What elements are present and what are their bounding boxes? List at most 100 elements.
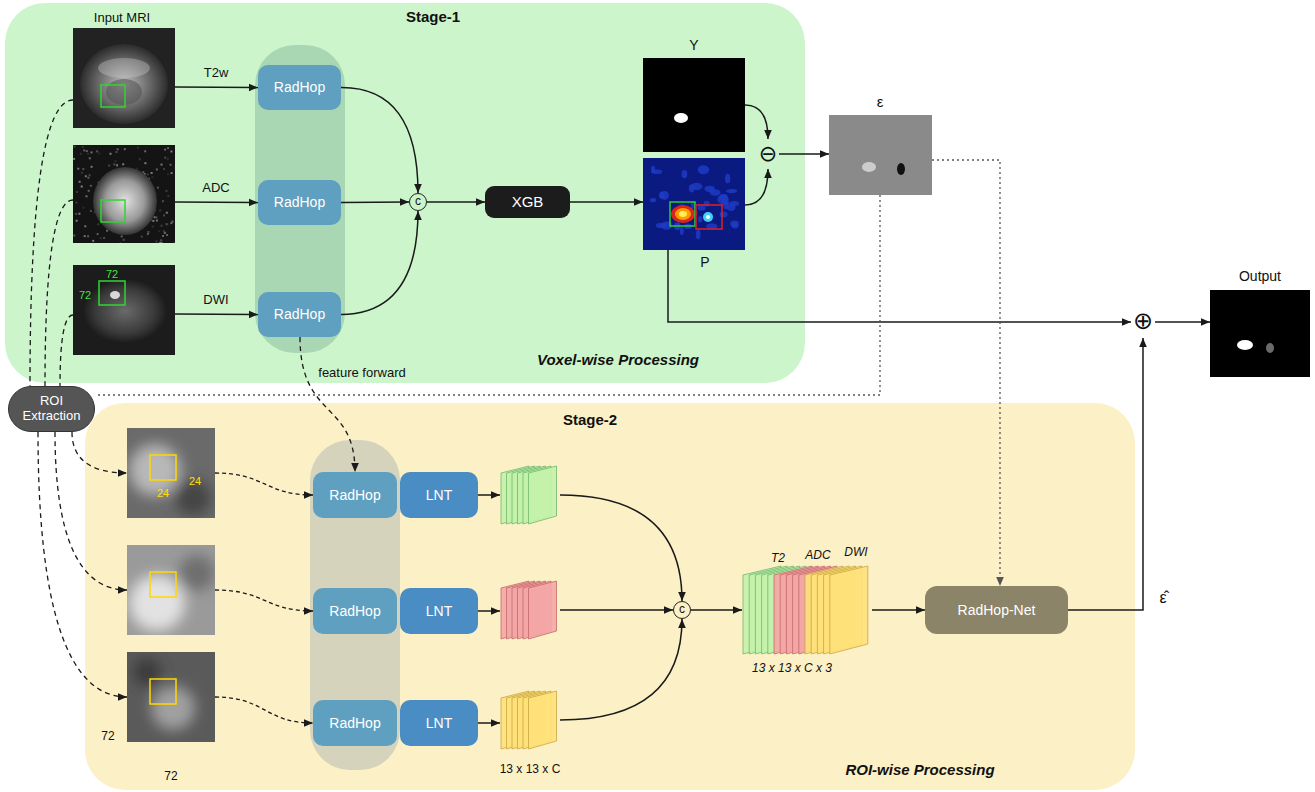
picture-rect xyxy=(101,85,125,107)
picture-rect xyxy=(92,240,94,242)
node-label: LNT xyxy=(426,603,452,619)
picture-ellipse xyxy=(650,198,656,202)
picture-ellipse xyxy=(729,201,739,206)
mri-image: 7272 xyxy=(127,652,215,742)
picture-rect xyxy=(127,428,215,518)
picture-rect xyxy=(76,191,78,193)
picture-ellipse xyxy=(696,230,701,240)
node-label: XGB xyxy=(512,193,544,210)
picture-rect xyxy=(121,235,123,237)
node-label: LNT xyxy=(426,487,452,503)
image-picture xyxy=(643,58,745,152)
picture-rect xyxy=(139,158,141,160)
picture-rect xyxy=(82,168,84,170)
picture-rect xyxy=(166,223,168,225)
connector xyxy=(1155,318,1210,326)
picture-rect xyxy=(113,163,115,165)
picture-ellipse xyxy=(720,212,728,218)
picture-rect xyxy=(150,572,176,597)
text-holder: RadHop xyxy=(313,700,397,746)
picture-ellipse xyxy=(659,192,664,199)
process-box: RadHop xyxy=(258,292,341,337)
text-holder: ⊖ xyxy=(757,139,779,169)
picture-rect xyxy=(101,200,125,222)
text-holder: 13 x 13 x C xyxy=(500,759,561,777)
feature-stack: T2ADCDWI13 x 13 x C x 3 xyxy=(742,565,872,655)
process-box: ROI Extraction xyxy=(8,386,95,432)
picture-rect xyxy=(88,190,90,192)
text-holder: Voxel-wise Processing xyxy=(537,351,699,369)
mri-image: 2424 xyxy=(127,428,215,518)
node-label: RadHop-Net xyxy=(958,602,1036,618)
text-holder: RadHop xyxy=(258,292,341,337)
node-label: T2 xyxy=(771,551,785,565)
arrowhead xyxy=(820,150,829,158)
picture-ellipse xyxy=(679,211,687,217)
picture-ellipse xyxy=(106,79,142,105)
radhop-column xyxy=(310,440,400,770)
image-picture xyxy=(127,428,215,518)
process-box: XGB xyxy=(485,186,570,218)
picture-rect xyxy=(80,153,82,155)
picture-rect xyxy=(643,158,745,250)
picture-rect xyxy=(86,150,88,152)
radhop-column xyxy=(255,45,345,353)
picture-rect xyxy=(166,234,168,236)
picture-polygon xyxy=(529,581,557,639)
text-holder: Input MRI xyxy=(94,8,150,26)
picture-rect xyxy=(73,235,75,237)
picture-rect xyxy=(84,225,86,227)
picture-ellipse xyxy=(730,221,739,227)
picture-rect xyxy=(82,146,84,148)
picture-rect xyxy=(73,158,75,160)
picture-ellipse xyxy=(671,205,695,223)
node-label: ROI Extraction xyxy=(15,394,88,424)
text-holder: P xyxy=(700,253,709,271)
text-holder: ε̂ xyxy=(1157,589,1168,607)
picture-g xyxy=(129,444,211,516)
picture-rect xyxy=(156,220,158,222)
image-picture xyxy=(500,580,560,640)
process-box: RadHop xyxy=(258,65,341,110)
picture-ellipse xyxy=(706,223,718,229)
picture-rect xyxy=(116,151,118,153)
image-picture xyxy=(500,690,560,750)
arrowhead xyxy=(1201,318,1210,326)
image-picture xyxy=(73,145,175,243)
mri-image: ε xyxy=(829,115,932,195)
picture-rect xyxy=(84,235,86,237)
text-holder: RadHop xyxy=(313,472,397,518)
picture-rect xyxy=(151,172,153,174)
edge-label: feature forward xyxy=(316,365,407,380)
picture-rect xyxy=(83,207,85,209)
process-box: RadHop xyxy=(313,472,397,518)
picture-polygon xyxy=(830,566,868,654)
feature-stack xyxy=(500,465,560,525)
text-holder: c xyxy=(410,194,426,210)
picture-rect xyxy=(1210,290,1310,377)
text-holder: 72 xyxy=(79,285,91,303)
picture-rect xyxy=(110,153,112,155)
node-label: ROI-wise Processing xyxy=(845,761,994,778)
feature-stack: 13 x 13 x C xyxy=(500,690,560,750)
picture-rect xyxy=(159,242,161,243)
picture-rect xyxy=(91,151,93,153)
text-holder: LNT xyxy=(400,700,478,746)
text-holder: Y xyxy=(689,36,698,54)
picture-rect xyxy=(103,237,105,239)
node-label: RadHop xyxy=(329,487,380,503)
text-holder: 13 x 13 x C x 3 xyxy=(752,658,832,676)
node-label: Y xyxy=(689,37,698,53)
process-box: RadHop-Net xyxy=(925,586,1068,634)
picture-rect xyxy=(150,679,176,704)
picture-rect xyxy=(155,241,157,243)
picture-rect xyxy=(89,157,91,159)
operator-symbol: ⊖ xyxy=(757,139,779,169)
text-holder: LNT xyxy=(400,588,478,634)
mri-image: Input MRI xyxy=(73,28,175,128)
picture-rect xyxy=(81,186,83,188)
picture-rect xyxy=(171,172,173,174)
picture-rect xyxy=(174,165,175,167)
connector-line xyxy=(570,201,643,203)
picture-rect xyxy=(164,157,166,159)
